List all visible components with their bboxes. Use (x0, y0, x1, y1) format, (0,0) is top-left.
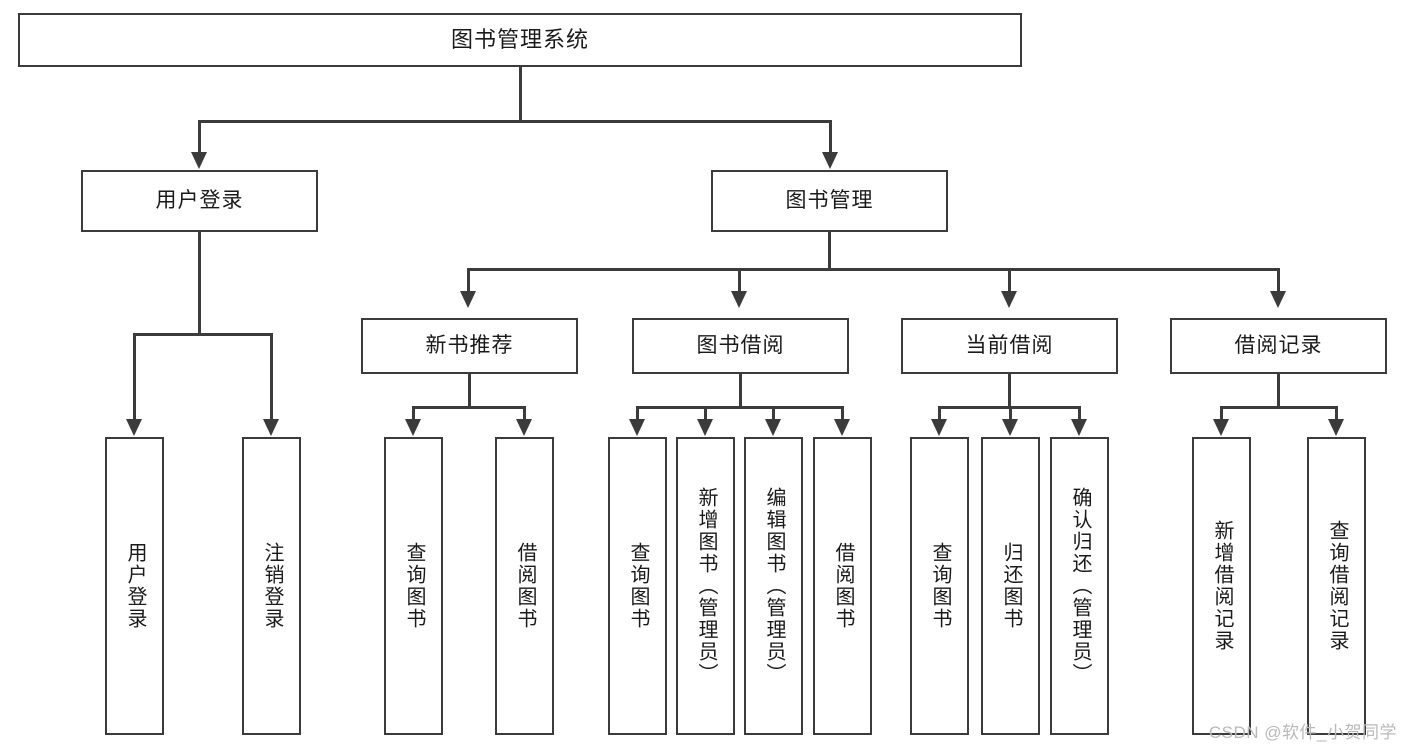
connector-root-bus (198, 120, 832, 123)
arrowhead-new-book-to-leaf-2 (516, 419, 532, 436)
connector-user-login-bus (133, 333, 273, 336)
leaf-book-borrow-edit-admin[interactable]: 编辑图书（管理员） (744, 437, 803, 735)
node-borrow-record[interactable]: 借阅记录 (1170, 318, 1387, 374)
arrowhead-borrow-record-to-leaf-1 (1213, 419, 1229, 436)
arrowhead-book-manage-to-l3-2 (731, 291, 747, 308)
connector-book-borrow-stem (739, 374, 742, 409)
leaf-new-book-borrow[interactable]: 借阅图书 (495, 437, 554, 735)
connector-book-manage-to-l3-1 (467, 268, 470, 292)
leaf-current-borrow-confirm-admin[interactable]: 确认归还（管理员） (1050, 437, 1109, 735)
connector-book-manage-bus (467, 268, 1280, 271)
connector-root-to-book-manage (829, 120, 832, 153)
arrowhead-book-manage-to-l3-4 (1270, 291, 1286, 308)
connector-borrow-record-to-leaf-1 (1220, 406, 1223, 420)
csdn-watermark: CSDN @软件_小贺同学 (1208, 723, 1397, 742)
connector-user-login-to-leaf-2 (270, 333, 273, 420)
leaf-user-login-login[interactable]: 用户登录 (105, 437, 164, 735)
arrowhead-book-borrow-to-leaf-2 (697, 419, 713, 436)
leaf-user-login-logout[interactable]: 注销登录 (242, 437, 301, 735)
connector-book-borrow-bus (636, 406, 844, 409)
connector-borrow-record-to-leaf-2 (1335, 406, 1338, 420)
arrowhead-current-borrow-to-leaf-2 (1002, 419, 1018, 436)
arrowhead-book-borrow-to-leaf-3 (765, 419, 781, 436)
connector-book-borrow-to-leaf-3 (772, 406, 775, 420)
arrowhead-current-borrow-to-leaf-3 (1071, 419, 1087, 436)
connector-current-borrow-stem (1008, 374, 1011, 409)
arrowhead-root-to-user-login (191, 152, 207, 169)
leaf-current-borrow-return[interactable]: 归还图书 (981, 437, 1040, 735)
node-current-borrow[interactable]: 当前借阅 (901, 318, 1118, 374)
leaf-book-borrow-borrow[interactable]: 借阅图书 (813, 437, 872, 735)
node-root-system[interactable]: 图书管理系统 (18, 13, 1022, 67)
connector-borrow-record-bus (1220, 406, 1338, 409)
connector-book-borrow-to-leaf-4 (841, 406, 844, 420)
connector-book-manage-to-l3-2 (738, 268, 741, 292)
connector-book-borrow-to-leaf-1 (636, 406, 639, 420)
connector-current-borrow-to-leaf-2 (1009, 406, 1012, 420)
arrowhead-book-borrow-to-leaf-1 (629, 419, 645, 436)
connector-book-manage-stem (828, 232, 831, 271)
leaf-book-borrow-query[interactable]: 查询图书 (608, 437, 667, 735)
connector-root-to-user-login (198, 120, 201, 153)
arrowhead-current-borrow-to-leaf-1 (931, 419, 947, 436)
connector-user-login-stem (198, 232, 201, 336)
leaf-borrow-record-add[interactable]: 新增借阅记录 (1192, 437, 1251, 735)
arrowhead-user-login-to-leaf-1 (126, 419, 142, 436)
connector-new-book-to-leaf-2 (523, 406, 526, 420)
connector-book-borrow-to-leaf-2 (704, 406, 707, 420)
node-book-borrow[interactable]: 图书借阅 (632, 318, 849, 374)
leaf-borrow-record-query[interactable]: 查询借阅记录 (1307, 437, 1366, 735)
connector-current-borrow-to-leaf-3 (1078, 406, 1081, 420)
node-new-book-recommend[interactable]: 新书推荐 (361, 318, 578, 374)
connector-new-book-to-leaf-1 (412, 406, 415, 420)
leaf-new-book-query[interactable]: 查询图书 (384, 437, 443, 735)
arrowhead-user-login-to-leaf-2 (263, 419, 279, 436)
leaf-book-borrow-add-admin[interactable]: 新增图书（管理员） (676, 437, 735, 735)
connector-user-login-to-leaf-1 (133, 333, 136, 420)
connector-book-manage-to-l3-3 (1008, 268, 1011, 292)
leaf-current-borrow-query[interactable]: 查询图书 (910, 437, 969, 735)
arrowhead-book-borrow-to-leaf-4 (834, 419, 850, 436)
connector-root-stem (519, 67, 522, 123)
arrowhead-root-to-book-manage (822, 152, 838, 169)
arrowhead-borrow-record-to-leaf-2 (1328, 419, 1344, 436)
connector-book-manage-to-l3-4 (1277, 268, 1280, 292)
arrowhead-book-manage-to-l3-3 (1001, 291, 1017, 308)
connector-current-borrow-to-leaf-1 (938, 406, 941, 420)
connector-borrow-record-stem (1277, 374, 1280, 409)
node-book-management[interactable]: 图书管理 (711, 170, 948, 232)
arrowhead-book-manage-to-l3-1 (460, 291, 476, 308)
connector-new-book-bus (412, 406, 526, 409)
node-user-login[interactable]: 用户登录 (81, 170, 318, 232)
arrowhead-new-book-to-leaf-1 (405, 419, 421, 436)
connector-new-book-stem (468, 374, 471, 409)
